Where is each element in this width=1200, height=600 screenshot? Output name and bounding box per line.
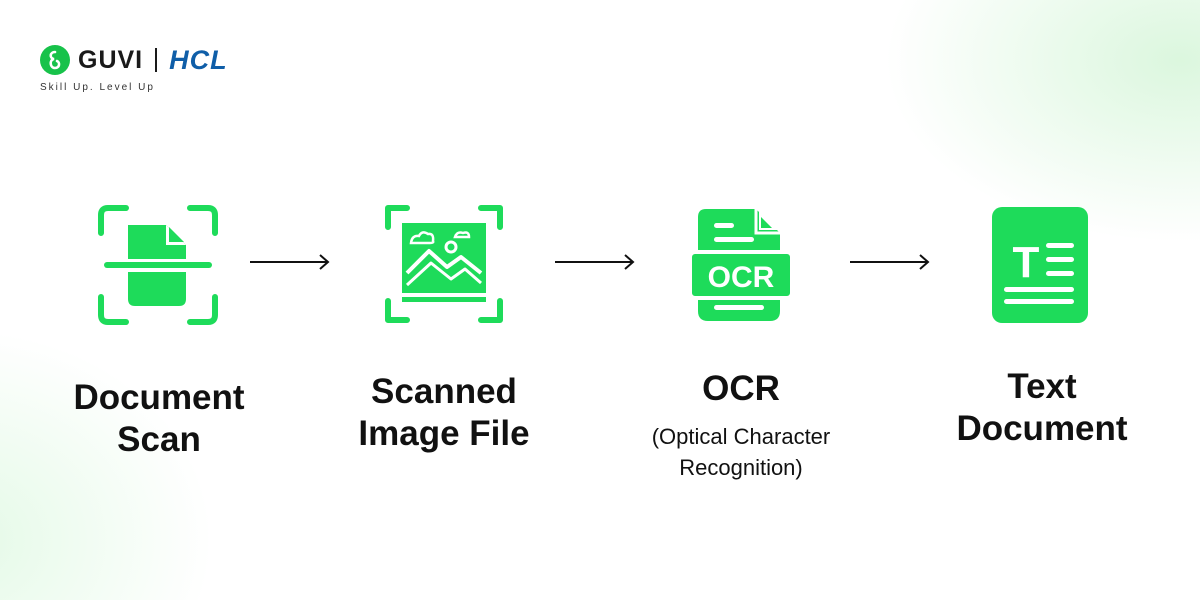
step-1-label-line-1: Document [73, 378, 245, 417]
brand-tagline: Skill Up. Level Up [40, 82, 155, 93]
step-3-subtitle-line-2: Recognition) [679, 455, 803, 480]
step-label-ocr-subtitle: (Optical Character Recognition) [606, 421, 876, 483]
step-label-document-scan: Document Scan [40, 377, 278, 461]
text-document-icon: T [992, 207, 1088, 323]
document-scan-icon [98, 205, 218, 325]
guvi-logo-icon [40, 45, 70, 75]
flow-arrow-3 [850, 254, 930, 270]
flow-arrow-1 [250, 254, 330, 270]
logo-divider [155, 48, 158, 72]
step-2-label-line-1: Scanned [371, 372, 517, 411]
brand-logo[interactable]: GUVI HCL Skill Up. Level Up [40, 44, 228, 93]
guvi-brand-name: GUVI [78, 45, 144, 74]
step-4-label-line-1: Text [1007, 367, 1077, 406]
image-file-icon [385, 205, 503, 323]
step-2-label-line-2: Image File [358, 414, 530, 453]
ocr-file-icon: OCR [690, 209, 792, 321]
hcl-brand-name: HCL [169, 44, 228, 75]
flow-arrow-2 [555, 254, 635, 270]
ocr-icon-text: OCR [708, 261, 775, 294]
step-label-text-document: Text Document [920, 366, 1164, 450]
step-3-subtitle-line-1: (Optical Character [651, 424, 831, 449]
step-1-label-line-2: Scan [117, 420, 201, 459]
step-label-ocr-title: OCR [702, 369, 780, 408]
step-label-scanned-image-file: Scanned Image File [326, 371, 562, 455]
step-4-label-line-2: Document [956, 409, 1128, 448]
text-document-icon-letter: T [1013, 238, 1040, 287]
